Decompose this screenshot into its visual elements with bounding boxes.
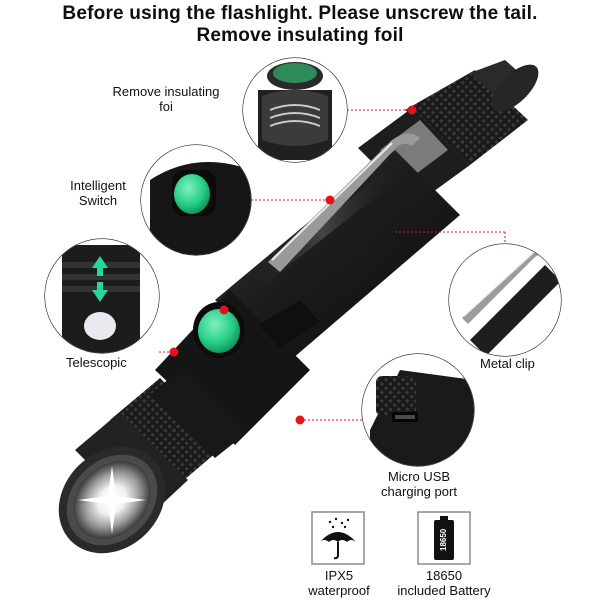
battery-capacity-text: 18650 [439, 528, 448, 552]
headline-line-1: Before using the flashlight. Please unsc… [62, 3, 538, 24]
detail-circle-insulating-foil [242, 57, 348, 163]
telescopic-arrows-icon [92, 256, 108, 302]
label-remove-insulating-foil: Remove insulating foi [112, 84, 220, 114]
label-intelligent-switch: Intelligent Switch [70, 178, 126, 208]
headline-line-2: Remove insulating foil [196, 25, 404, 46]
detail-circle-telescopic [44, 238, 160, 354]
label-metal-clip: Metal clip [480, 356, 535, 371]
switch-button [193, 302, 245, 358]
flashlight-body [58, 60, 539, 554]
detail-circle-switch [140, 144, 252, 256]
tail-cap [405, 60, 539, 165]
detail-circle-usb-port [361, 353, 475, 467]
label-18650-battery: 18650 included Battery [397, 568, 491, 598]
battery-icon [417, 511, 471, 565]
detail-circle-metal-clip [448, 243, 562, 357]
umbrella-rain-icon [311, 511, 365, 565]
label-micro-usb-port: Micro USB charging port [381, 469, 457, 499]
label-telescopic: Telescopic [66, 355, 127, 370]
label-ipx5-waterproof: IPX5 waterproof [308, 568, 370, 598]
led-lens [73, 461, 151, 539]
